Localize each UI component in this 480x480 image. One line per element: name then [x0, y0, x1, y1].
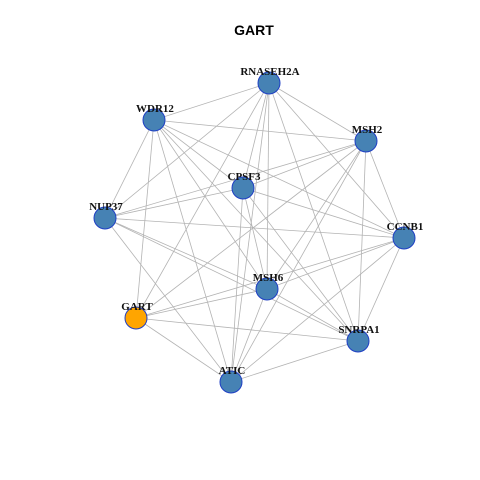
edge-msh6-gart [135, 288, 268, 319]
node-wdr12[interactable] [142, 108, 166, 132]
edge-nup37-atic [104, 217, 232, 383]
node-label-atic: ATIC [219, 365, 246, 377]
edge-ccnb1-atic [230, 237, 405, 383]
edge-wdr12-snrpa1 [153, 119, 359, 342]
edge-msh2-gart [135, 140, 367, 319]
node-label-ccnb1: CCNB1 [387, 221, 424, 233]
edge-msh6-atic [230, 288, 268, 383]
node-label-wdr12: WDR12 [136, 103, 174, 115]
edge-cpsf3-ccnb1 [242, 187, 405, 239]
edge-msh2-cpsf3 [242, 140, 367, 189]
node-label-cpsf3: CPSF3 [228, 171, 262, 183]
edge-msh2-ccnb1 [365, 140, 405, 239]
edge-nup37-ccnb1 [104, 217, 405, 239]
node-cpsf3[interactable] [231, 176, 255, 200]
edge-cpsf3-atic [230, 187, 244, 383]
edge-wdr12-msh2 [153, 119, 367, 142]
edge-cpsf3-snrpa1 [242, 187, 359, 342]
edge-wdr12-gart [135, 119, 155, 319]
node-nup37[interactable] [93, 206, 117, 230]
edge-wdr12-nup37 [104, 119, 155, 219]
edge-rnaseh2a-gart [135, 82, 270, 319]
node-label-msh2: MSH2 [352, 124, 383, 136]
edge-wdr12-msh6 [153, 119, 268, 290]
node-label-gart: GART [121, 301, 153, 313]
edge-ccnb1-msh6 [266, 237, 405, 290]
node-layer [93, 71, 416, 394]
node-label-snrpa1: SNRPA1 [338, 324, 379, 336]
edge-gart-snrpa1 [135, 317, 359, 342]
edge-rnaseh2a-msh6 [266, 82, 270, 290]
label-layer: RNASEH2A WDR12MSH2CPSF3NUP37CCNB1MSH6GART… [89, 66, 423, 377]
edge-snrpa1-atic [230, 340, 359, 383]
edge-rnaseh2a-wdr12 [153, 82, 270, 121]
edge-layer [104, 82, 405, 383]
node-msh2[interactable] [354, 129, 378, 153]
node-atic[interactable] [219, 370, 243, 394]
node-label-rnaseh2a: RNASEH2A [240, 66, 299, 78]
edge-gart-atic [135, 317, 232, 383]
edge-rnaseh2a-ccnb1 [268, 82, 405, 239]
node-gart[interactable] [124, 306, 148, 330]
edge-msh2-msh6 [266, 140, 367, 290]
edge-nup37-snrpa1 [104, 217, 359, 342]
edge-rnaseh2a-nup37 [104, 82, 270, 219]
node-label-nup37: NUP37 [89, 201, 123, 213]
edge-ccnb1-snrpa1 [357, 237, 405, 342]
edge-rnaseh2a-msh2 [268, 82, 367, 142]
edge-msh6-snrpa1 [266, 288, 359, 342]
edge-wdr12-atic [153, 119, 232, 383]
edge-rnaseh2a-snrpa1 [268, 82, 359, 342]
edge-cpsf3-msh6 [242, 187, 268, 290]
edge-msh2-snrpa1 [357, 140, 367, 342]
node-msh6[interactable] [255, 277, 279, 301]
diagram-title: GART [234, 22, 274, 38]
node-ccnb1[interactable] [392, 226, 416, 250]
edge-cpsf3-nup37 [104, 187, 244, 219]
node-snrpa1[interactable] [346, 329, 370, 353]
edge-rnaseh2a-cpsf3 [242, 82, 270, 189]
edge-wdr12-cpsf3 [153, 119, 244, 189]
node-rnaseh2a[interactable] [257, 71, 281, 95]
edge-rnaseh2a-atic [230, 82, 270, 383]
edge-wdr12-ccnb1 [153, 119, 405, 239]
node-label-msh6: MSH6 [253, 272, 284, 284]
edge-nup37-msh6 [104, 217, 268, 290]
